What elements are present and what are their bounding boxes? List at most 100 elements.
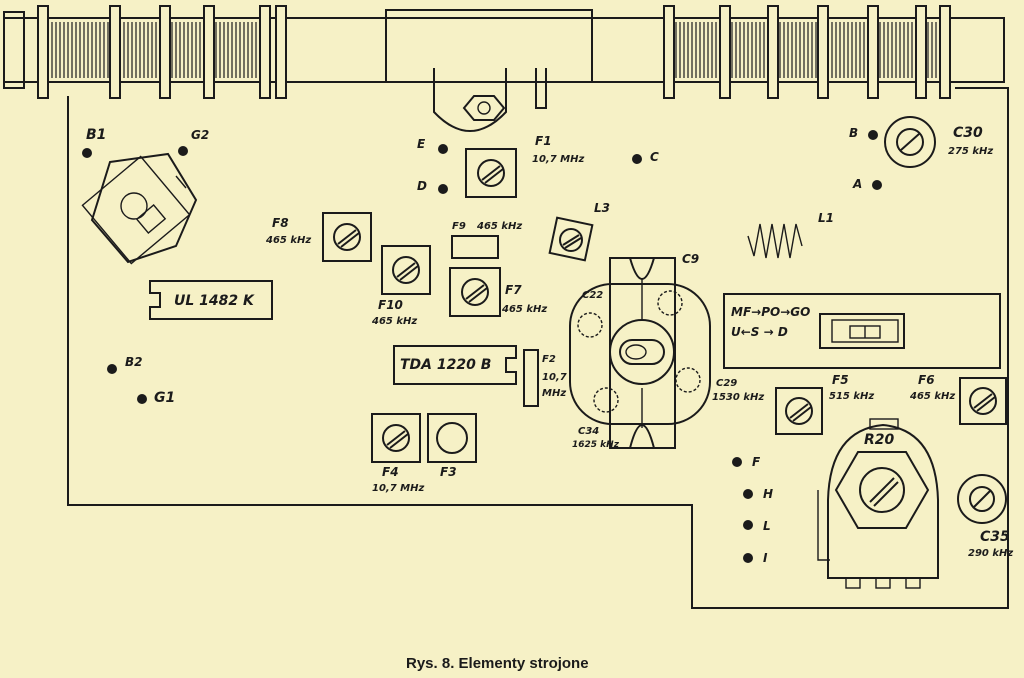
svg-text:L3: L3 (594, 201, 610, 215)
coil-flange (203, 5, 215, 99)
test-point-G2: G2 (178, 128, 209, 156)
test-point-B2: B2 (107, 355, 143, 374)
variable-capacitor-top-left (81, 152, 198, 265)
coil-flange (109, 5, 121, 99)
chip-ul1482k: UL 1482 K (149, 280, 273, 320)
test-point-L: L (743, 519, 771, 533)
test-point-D: D (417, 179, 448, 194)
svg-text:B2: B2 (125, 355, 143, 369)
svg-text:MF→PO→GO: MF→PO→GO (731, 305, 810, 319)
potentiometer-R20: R20 (817, 418, 939, 589)
test-point-B1: B1 (82, 127, 106, 158)
figure-caption: Rys. 8. Elementy strojone (406, 655, 589, 672)
trimmer-F10: F10 465 kHz (371, 245, 431, 327)
svg-text:465 kHz: 465 kHz (909, 391, 955, 402)
svg-text:C34: C34 (578, 426, 599, 437)
svg-text:F7: F7 (505, 283, 522, 297)
svg-text:L: L (763, 519, 771, 533)
svg-text:F6: F6 (918, 373, 935, 387)
svg-text:465 kHz: 465 kHz (371, 316, 417, 327)
trimmer-C35: C35 290 kHz (957, 474, 1013, 559)
svg-text:B1: B1 (86, 127, 106, 143)
svg-text:F8: F8 (272, 216, 289, 230)
svg-text:C: C (650, 150, 659, 164)
svg-text:C29: C29 (716, 378, 737, 389)
test-point-G1: G1 (137, 390, 175, 406)
svg-text:465 kHz: 465 kHz (476, 221, 522, 232)
svg-text:515 kHz: 515 kHz (829, 391, 874, 402)
svg-text:465 kHz: 465 kHz (501, 304, 547, 315)
chip-tda1220b: TDA 1220 B (393, 345, 517, 385)
svg-text:10,7 MHz: 10,7 MHz (372, 483, 424, 494)
svg-text:F5: F5 (832, 373, 849, 387)
coil-flange (915, 5, 927, 99)
svg-text:MHz: MHz (542, 388, 566, 399)
coil-flange (37, 5, 49, 99)
coil-flange (817, 5, 829, 99)
coil-flange (275, 5, 287, 99)
svg-text:F10: F10 (378, 298, 403, 312)
pcb-outline (67, 87, 1009, 609)
svg-text:C22: C22 (582, 290, 603, 301)
svg-text:465 kHz: 465 kHz (265, 235, 311, 246)
svg-text:F3: F3 (440, 465, 457, 479)
coil-flange (663, 5, 675, 99)
svg-text:R20: R20 (864, 432, 895, 448)
coil-flange (719, 5, 731, 99)
test-point-B: B (849, 126, 878, 140)
trimmer-C30: C30 275 kHz (884, 116, 993, 168)
svg-text:F: F (752, 455, 761, 469)
svg-text:L1: L1 (818, 211, 834, 225)
test-point-C: C (632, 150, 659, 164)
svg-text:10,7: 10,7 (542, 372, 567, 383)
ferrite-antenna (3, 5, 1005, 132)
trimmer-F3: F3 (427, 413, 477, 479)
svg-text:UL 1482 K: UL 1482 K (174, 293, 255, 309)
trimmer-F5: F5 515 kHz (775, 373, 874, 435)
trimmer-F9: F9 465 kHz (451, 221, 522, 259)
coil-flange (159, 5, 171, 99)
svg-text:H: H (763, 487, 773, 501)
trimmer-F7: F7 465 kHz (449, 267, 547, 317)
svg-text:A: A (852, 177, 862, 191)
coil-flange (767, 5, 779, 99)
test-point-E: E (417, 137, 448, 154)
test-point-H: H (743, 487, 773, 501)
filter-F2: F2 10,7 MHz (523, 349, 567, 407)
test-point-A: A (852, 177, 882, 191)
svg-text:F4: F4 (382, 465, 399, 479)
svg-text:C9: C9 (682, 252, 699, 266)
svg-text:F2: F2 (542, 354, 556, 365)
svg-text:G2: G2 (191, 128, 209, 142)
coil-L1: L1 (747, 211, 834, 259)
svg-text:F1: F1 (535, 134, 552, 148)
svg-text:1625 kHz: 1625 kHz (572, 440, 620, 450)
svg-text:10,7 MHz: 10,7 MHz (532, 154, 584, 165)
svg-text:275 kHz: 275 kHz (948, 146, 993, 157)
test-point-F: F (732, 455, 761, 469)
svg-text:E: E (417, 137, 426, 151)
svg-text:U←S → D: U←S → D (731, 325, 788, 339)
coil-flange (939, 5, 951, 99)
svg-text:D: D (417, 179, 427, 193)
coil-L3: L3 (548, 201, 610, 262)
svg-text:I: I (763, 551, 768, 565)
svg-text:C30: C30 (953, 125, 983, 141)
coil-flange (867, 5, 879, 99)
tuning-capacitor-C9: C9 C22 C29 1530 kHz C34 1625 kHz (569, 252, 764, 450)
svg-text:G1: G1 (154, 390, 175, 406)
svg-text:B: B (849, 126, 858, 140)
band-switch: MF→PO→GO U←S → D (723, 293, 1001, 369)
trimmer-F6: F6 465 kHz (909, 373, 1007, 425)
svg-text:C35: C35 (980, 529, 1010, 545)
trimmer-F4: F4 10,7 MHz (371, 413, 424, 494)
trimmer-F1: F1 10,7 MHz (465, 134, 584, 198)
svg-text:290 kHz: 290 kHz (968, 548, 1013, 559)
svg-text:F9: F9 (452, 221, 466, 232)
trimmer-F8: F8 465 kHz (265, 212, 372, 262)
coil-flange (259, 5, 271, 99)
svg-text:1530 kHz: 1530 kHz (712, 392, 764, 403)
svg-text:TDA 1220 B: TDA 1220 B (400, 357, 491, 373)
test-point-I: I (743, 551, 768, 565)
